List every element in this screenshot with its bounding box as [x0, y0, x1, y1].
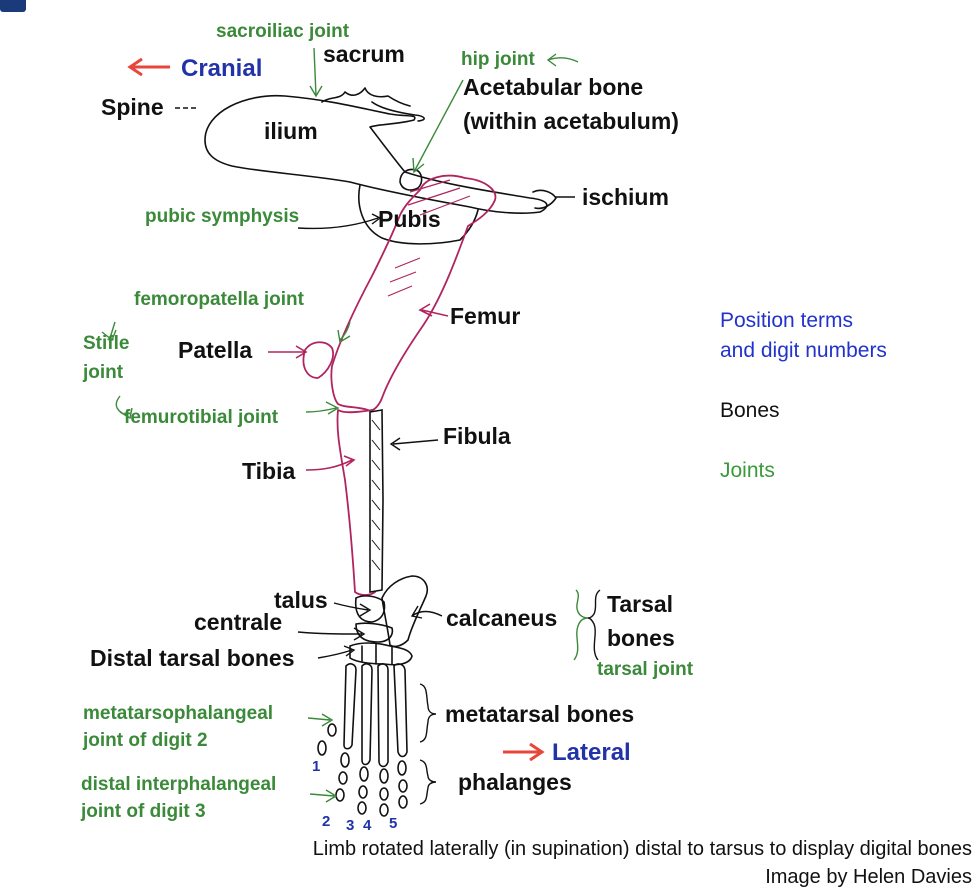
metatarsal-4	[377, 663, 389, 768]
centrale-label: centrale	[194, 609, 282, 635]
corner-decoration	[0, 0, 26, 12]
pubis-label: Pubis	[378, 206, 441, 232]
centrale-outline	[355, 622, 394, 643]
distal-tarsal-label: Distal tarsal bones	[90, 645, 295, 671]
femur-drawing	[302, 174, 497, 412]
tarsal-brace-black	[587, 589, 601, 661]
stifle-joint-label: joint	[82, 362, 124, 383]
talus-outline	[354, 595, 386, 623]
digit-number-2: 2	[322, 813, 330, 830]
mtp-joint-label-2: joint of digit 2	[82, 730, 208, 751]
ischium-outline	[532, 189, 557, 210]
femur-outline	[330, 174, 497, 412]
digit-number-1: 1	[312, 758, 320, 775]
patella-outline	[302, 341, 334, 379]
pubis-outline	[358, 184, 479, 245]
tarsal-bones-label-2: bones	[607, 625, 675, 651]
dip-joint-label-2: joint of digit 3	[80, 801, 206, 822]
fibula-label: Fibula	[443, 423, 511, 449]
calcaneus-label: calcaneus	[446, 605, 557, 631]
acetabular-bone-label: Acetabular bone	[463, 74, 643, 100]
legend-position-terms-2: and digit numbers	[720, 339, 887, 362]
digits-drawing	[317, 663, 408, 817]
dip-joint-label-1: distal interphalangeal	[81, 774, 276, 795]
tarsus-drawing	[349, 575, 428, 666]
pelvis-drawing	[204, 87, 557, 245]
pubic-symphysis-label: pubic symphysis	[145, 206, 299, 227]
tibia-label: Tibia	[242, 458, 295, 484]
cranial-arrow	[127, 57, 170, 77]
calcaneus-outline	[381, 575, 428, 648]
fibula-outline	[369, 409, 384, 593]
femorotibial-joint-label: femurotibial joint	[124, 407, 279, 428]
spine-label: Spine	[101, 94, 164, 120]
sacrum-outline	[321, 87, 425, 122]
femoropatella-joint-label: femoropatella joint	[134, 289, 305, 310]
legend-bones: Bones	[720, 399, 780, 422]
acetabular-sub-label: (within acetabulum)	[463, 108, 679, 134]
ilium-label: ilium	[264, 118, 318, 144]
lateral-label: Lateral	[552, 739, 631, 766]
stifle-label: Stifle	[83, 333, 129, 354]
metatarsal-3	[361, 663, 373, 766]
lateral-arrow	[503, 742, 545, 762]
distal-tarsal-outline	[349, 642, 413, 666]
tarsal-bones-label-1: Tarsal	[607, 591, 673, 617]
hip-joint-label: hip joint	[461, 49, 536, 70]
caption-line-1: Limb rotated laterally (in supination) d…	[312, 838, 972, 860]
phalanges-brace	[419, 759, 437, 805]
sacrum-label: sacrum	[323, 41, 405, 67]
acetabular-bone-outline	[399, 168, 423, 191]
patella-label: Patella	[178, 337, 252, 363]
digit-number-4: 4	[363, 817, 372, 834]
hindlimb-skeleton-diagram: Cranial Lateral sacroiliac joint sacrum …	[80, 21, 887, 834]
digit-number-5: 5	[389, 815, 397, 832]
ischium-label: ischium	[582, 184, 669, 210]
tarsal-joint-label: tarsal joint	[597, 659, 694, 680]
ilium-outline	[204, 94, 548, 214]
metatarsal-brace	[419, 683, 437, 743]
talus-label: talus	[274, 587, 328, 613]
metatarsal-5	[393, 663, 408, 758]
digit-1-phalanx	[317, 740, 327, 756]
mtp-joint-label-1: metatarsophalangeal	[83, 703, 273, 724]
legend-position-terms-1: Position terms	[720, 309, 853, 332]
femur-label: Femur	[450, 303, 520, 329]
phalanges-label: phalanges	[458, 769, 572, 795]
sacroiliac-joint-label: sacroiliac joint	[216, 21, 350, 42]
caption-credit: Image by Helen Davies	[765, 866, 972, 888]
crus-drawing	[336, 409, 384, 596]
metatarsal-bones-label: metatarsal bones	[445, 701, 634, 727]
metatarsal-2	[343, 663, 357, 750]
legend: Position terms and digit numbers Bones J…	[720, 309, 887, 482]
digit-1-phalanx-b	[327, 723, 337, 737]
digit-number-3: 3	[346, 817, 354, 834]
cranial-label: Cranial	[181, 55, 262, 82]
legend-joints: Joints	[720, 459, 775, 482]
tarsal-brace-green	[573, 589, 589, 661]
